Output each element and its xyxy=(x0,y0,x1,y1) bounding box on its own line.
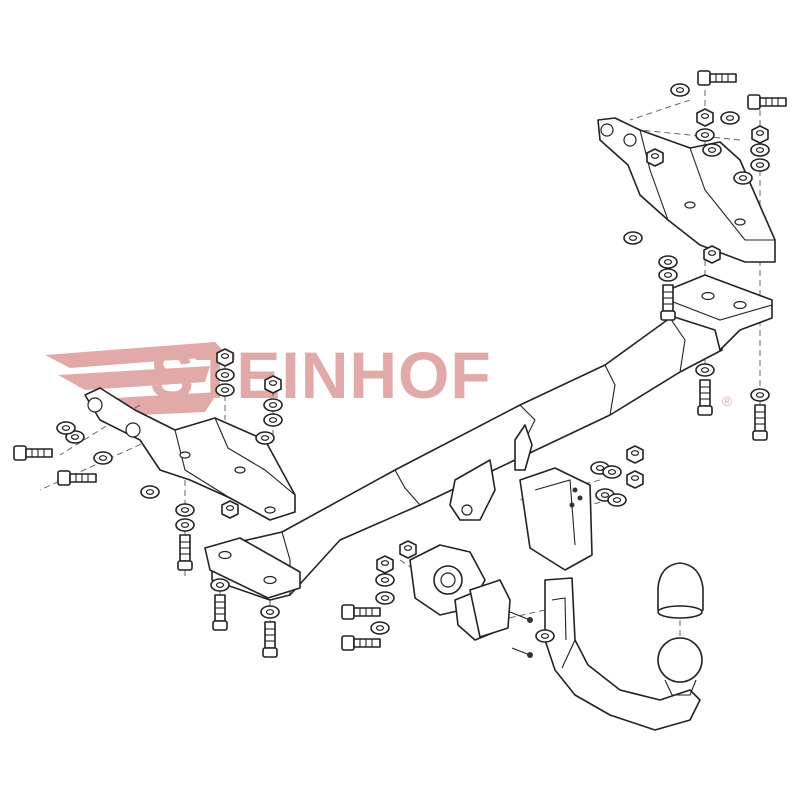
right-end-plate xyxy=(667,274,773,351)
washer-icon xyxy=(733,171,753,185)
washer-icon xyxy=(375,591,395,605)
bolt-icon xyxy=(697,70,737,86)
bolt-icon xyxy=(13,445,53,461)
lock-pins xyxy=(509,611,533,658)
bolt-icon xyxy=(177,534,193,571)
bolt-icon xyxy=(212,594,228,631)
bolt-icon xyxy=(341,604,381,620)
steinhof-logo: STEINHOF ® xyxy=(45,338,733,415)
nut-icon xyxy=(626,470,644,489)
bolt-icon xyxy=(747,94,787,110)
washer-icon xyxy=(56,421,76,435)
brand-watermark-text: STEINHOF xyxy=(150,338,492,412)
washer-icon xyxy=(702,143,722,157)
washer-icon xyxy=(750,388,770,402)
nut-icon xyxy=(264,375,282,394)
washer-icon xyxy=(670,83,690,97)
washer-icon xyxy=(215,383,235,397)
washer-icon xyxy=(720,111,740,125)
washer-icon xyxy=(602,465,622,479)
bolt-icon xyxy=(341,635,381,651)
washer-icon xyxy=(607,493,627,507)
washer-icon xyxy=(375,573,395,587)
center-lugs xyxy=(449,424,533,521)
tow-ball-icon xyxy=(657,562,704,696)
washer-icon xyxy=(260,605,280,619)
bolt-icon xyxy=(697,379,713,416)
washer-icon xyxy=(695,363,715,377)
washer-icon xyxy=(370,621,390,635)
right-side-bracket xyxy=(597,117,776,263)
nut-icon xyxy=(626,445,644,464)
tow-neck xyxy=(544,577,701,731)
washer-icon xyxy=(623,231,643,245)
washer-icon xyxy=(658,268,678,282)
bolt-icon xyxy=(262,621,278,658)
nut-icon xyxy=(221,500,239,519)
washer-icon xyxy=(263,398,283,412)
nut-icon xyxy=(696,108,714,127)
steinhof-swoosh-mark xyxy=(45,342,228,415)
washer-icon xyxy=(750,158,770,172)
washer-icon xyxy=(175,518,195,532)
bolt-icon xyxy=(660,284,676,321)
nut-icon xyxy=(751,125,769,144)
nut-icon xyxy=(703,245,721,264)
washer-icon xyxy=(535,629,555,643)
washer-icon xyxy=(93,451,113,465)
washer-icon xyxy=(140,485,160,499)
left-end-plate xyxy=(204,537,301,599)
nut-icon xyxy=(646,148,664,167)
socket-bracket xyxy=(519,467,593,571)
registered-mark: ® xyxy=(722,393,733,409)
bolt-icon xyxy=(752,404,768,441)
washer-icon xyxy=(210,578,230,592)
washer-icon xyxy=(175,503,195,517)
washer-icon xyxy=(695,128,715,142)
washer-icon xyxy=(750,143,770,157)
nut-icon xyxy=(376,555,394,574)
left-side-bracket xyxy=(84,387,296,521)
nut-icon xyxy=(216,348,234,367)
washer-icon xyxy=(658,255,678,269)
nut-icon xyxy=(399,540,417,559)
socket-housing-icon xyxy=(409,544,511,641)
washer-icon xyxy=(255,431,275,445)
washer-icon xyxy=(215,368,235,382)
washer-icon xyxy=(263,413,283,427)
